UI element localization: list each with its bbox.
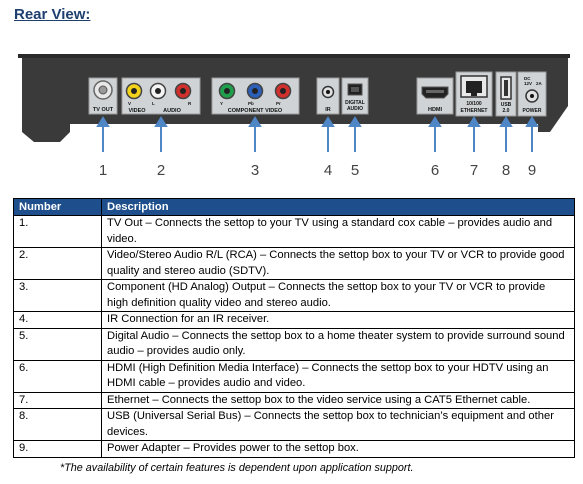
hdmi-label: HDMI (428, 107, 443, 113)
table-header-row: Number Description (13, 198, 575, 216)
tv-out-label: TV OUT (93, 107, 114, 113)
column-header-number: Number (13, 198, 102, 216)
row-description: HDMI (High Definition Media Interface) –… (101, 359, 575, 393)
digital-audio-port: DIGITAL AUDIO (341, 77, 369, 115)
svg-text:Pr: Pr (276, 101, 281, 106)
svg-text:12V: 12V (524, 81, 532, 86)
power-label: POWER (523, 108, 542, 114)
footnote: *The availability of certain features is… (60, 462, 414, 474)
row-number: 7. (13, 391, 102, 409)
table-row: 5. Digital Audio – Connects the settop b… (13, 327, 575, 361)
svg-text:R: R (188, 101, 192, 106)
row-number: 3. (13, 279, 102, 312)
svg-text:2.0: 2.0 (503, 108, 510, 114)
tv-out-port: TV OUT (88, 77, 118, 115)
ir-port: IR (316, 77, 340, 115)
component-video-label: COMPONENT VIDEO (228, 108, 283, 114)
svg-text:V: V (128, 101, 131, 106)
component-video-ports: Y Pb Pr COMPONENT VIDEO (211, 77, 300, 115)
svg-text:Pb: Pb (248, 101, 254, 106)
power-port: DC 12V 2A POWER (517, 71, 547, 117)
svg-text:10/100: 10/100 (466, 101, 482, 107)
callout-7: 7 (470, 162, 478, 179)
table-row: 8. USB (Universal Serial Bus) – Connects… (13, 408, 575, 441)
table-row: 6. HDMI (High Definition Media Interface… (13, 359, 575, 393)
row-description: Digital Audio – Connects the settop box … (101, 327, 575, 361)
port-description-table: Number Description 1. TV Out – Connects … (13, 198, 575, 458)
callout-3: 3 (251, 162, 259, 179)
row-description: Video/Stereo Audio R/L (RCA) – Connects … (101, 247, 575, 280)
svg-text:DC: DC (524, 76, 531, 81)
svg-text:AUDIO: AUDIO (347, 106, 363, 112)
callout-8: 8 (502, 162, 510, 179)
table-row: 9. Power Adapter – Provides power to the… (13, 440, 575, 458)
svg-text:2A: 2A (536, 81, 543, 86)
rca-video-audio-ports: V L R VIDEO AUDIO (121, 77, 201, 115)
callout-1: 1 (99, 162, 107, 179)
usb-port: USB 2.0 (495, 71, 517, 117)
row-description: TV Out – Connects the settop to your TV … (101, 215, 575, 248)
column-header-description: Description (101, 198, 575, 216)
svg-text:L: L (152, 101, 155, 106)
callout-2: 2 (157, 162, 165, 179)
table-row: 3. Component (HD Analog) Output – Connec… (13, 279, 575, 312)
row-description: Power Adapter – Provides power to the se… (101, 440, 575, 458)
row-description: Component (HD Analog) Output – Connects … (101, 279, 575, 312)
callout-arrows (96, 116, 539, 152)
callout-5: 5 (351, 162, 359, 179)
table-row: 2. Video/Stereo Audio R/L (RCA) – Connec… (13, 247, 575, 280)
row-number: 9. (13, 440, 102, 458)
row-description: USB (Universal Serial Bus) – Connects th… (101, 408, 575, 441)
table-row: 7. Ethernet – Connects the settop box to… (13, 391, 575, 409)
row-number: 4. (13, 311, 102, 329)
table-row: 1. TV Out – Connects the settop to your … (13, 215, 575, 248)
row-description: IR Connection for an IR receiver. (101, 311, 575, 329)
audio-label: AUDIO (163, 108, 181, 114)
svg-text:USB: USB (501, 102, 512, 108)
ethernet-port: 10/100 ETHERNET (455, 71, 493, 117)
svg-text:Y: Y (220, 101, 223, 106)
row-number: 8. (13, 408, 102, 441)
svg-text:DIGITAL: DIGITAL (345, 100, 365, 106)
row-number: 6. (13, 359, 102, 393)
ir-label: IR (325, 107, 331, 113)
row-number: 2. (13, 247, 102, 280)
callout-9: 9 (528, 162, 536, 179)
row-number: 5. (13, 327, 102, 361)
hdmi-port: HDMI (416, 77, 454, 115)
settop-box-rear-illustration: TV OUT V L R VIDEO AUDIO Y P (12, 46, 574, 192)
callout-4: 4 (324, 162, 332, 179)
page-heading: Rear View: (14, 6, 91, 23)
row-number: 1. (13, 215, 102, 248)
video-label: VIDEO (128, 108, 146, 114)
row-description: Ethernet – Connects the settop box to th… (101, 391, 575, 409)
table-row: 4. IR Connection for an IR receiver. (13, 311, 575, 329)
callout-6: 6 (431, 162, 439, 179)
svg-text:ETHERNET: ETHERNET (461, 108, 488, 114)
